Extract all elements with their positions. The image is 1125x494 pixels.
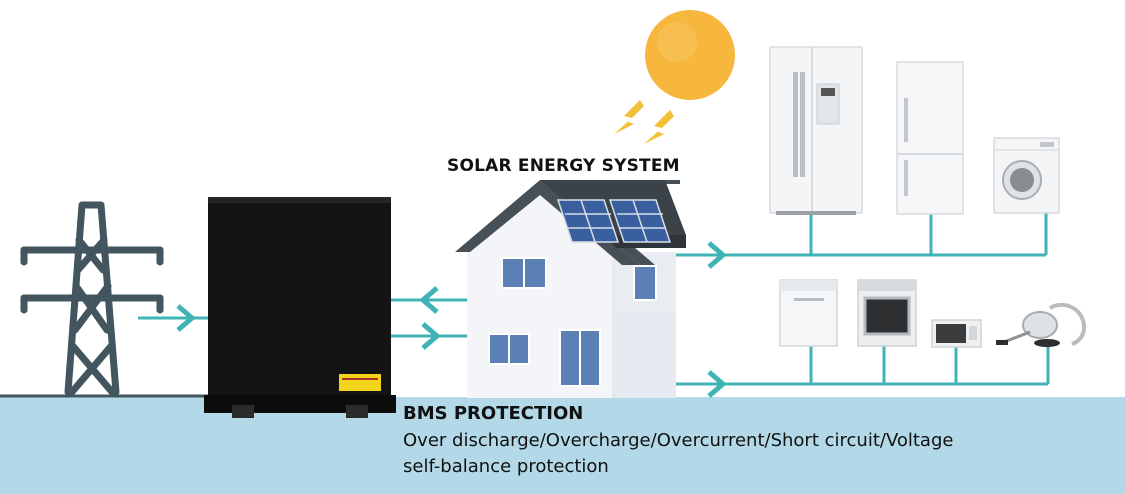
- sunlight-arrows-icon: [614, 100, 674, 144]
- oven-icon: [858, 280, 916, 346]
- bms-protection-description-line2: self-balance protection: [403, 456, 609, 477]
- arrow-house-to-bottom-appliances: [676, 345, 1048, 396]
- solar-energy-system-title: SOLAR ENERGY SYSTEM: [447, 156, 680, 176]
- arrow-grid-to-battery: [138, 306, 208, 330]
- washing-machine-icon: [994, 138, 1059, 213]
- dishwasher-icon: [780, 280, 837, 346]
- power-tower-icon: [24, 205, 160, 392]
- house-icon: [455, 180, 686, 398]
- arrow-house-to-top-appliances: [676, 213, 1046, 267]
- battery-icon: [204, 197, 396, 418]
- vacuum-cleaner-icon: [996, 305, 1084, 347]
- microwave-icon: [932, 320, 981, 347]
- battery-warning-label: [339, 374, 381, 391]
- arrow-house-to-battery: [391, 288, 467, 312]
- bms-protection-description-line1: Over discharge/Overcharge/Overcurrent/Sh…: [403, 430, 953, 451]
- refrigerator-small-icon: [897, 62, 963, 214]
- arrow-battery-to-house: [391, 324, 467, 348]
- sun-icon: [645, 10, 735, 100]
- bms-protection-title: BMS PROTECTION: [403, 403, 583, 424]
- refrigerator-icon: [770, 47, 862, 215]
